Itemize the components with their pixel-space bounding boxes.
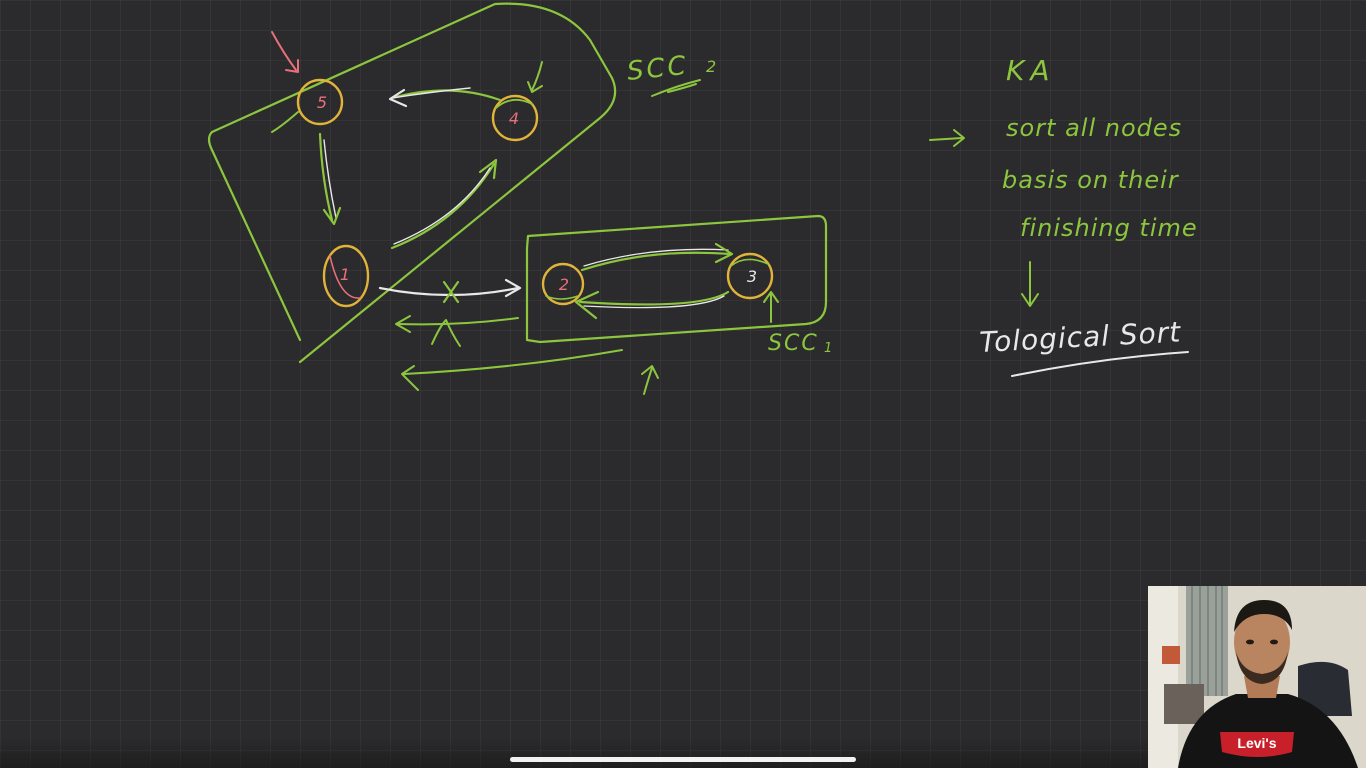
- edge-5-to-1: [318, 132, 342, 226]
- small-up-arrow: [641, 365, 659, 395]
- webcam-scene: Levi's: [1148, 586, 1366, 768]
- node-1-label: 1: [340, 265, 350, 284]
- edge-4-to-5: [388, 87, 502, 108]
- bottom-gradient: [0, 738, 1148, 768]
- bottom-long-arrow: [401, 349, 623, 391]
- node-5-label: 5: [317, 93, 327, 112]
- edge-2-to-3: [580, 242, 734, 272]
- notes-result: Tological Sort: [979, 315, 1182, 359]
- reverse-edge-crossed: [395, 315, 519, 347]
- scc2-underline: [651, 79, 701, 97]
- node-3-label: 3: [747, 267, 757, 286]
- edge-1-to-2: [378, 278, 522, 304]
- node-4: [491, 94, 539, 142]
- node-4-label: 4: [509, 109, 519, 128]
- edge-1-to-4: [390, 158, 498, 250]
- notes-line-1: sort all nodes: [1006, 114, 1182, 142]
- scc2-subscript: 2: [706, 57, 716, 76]
- notes-title: KA: [1006, 54, 1056, 87]
- result-underline: [1011, 351, 1189, 377]
- notes-line-3: finishing time: [1020, 214, 1198, 242]
- scc1-boundary: [525, 214, 828, 344]
- edge-3-to-2: [574, 290, 730, 320]
- notes-down-arrow: [1021, 261, 1039, 307]
- scc2-label: SCC: [626, 51, 691, 87]
- notes-line-2: basis on their: [1002, 166, 1180, 194]
- node-1: [322, 244, 370, 308]
- start-arrow: [271, 31, 299, 73]
- arrow-into-3: [763, 291, 779, 323]
- home-indicator[interactable]: [510, 757, 856, 762]
- node-2: [541, 262, 585, 306]
- scc2-boundary: [207, 2, 617, 364]
- levis-logo: [1220, 732, 1294, 757]
- node-2-label: 2: [559, 275, 569, 294]
- arrow-into-4: [527, 61, 543, 93]
- presenter-webcam: Levi's: [1148, 586, 1366, 768]
- scc1-label: SCC: [768, 331, 819, 356]
- scc1-subscript: 1: [824, 341, 832, 356]
- node-3: [726, 252, 774, 300]
- shirt-logo-text: Levi's: [1237, 735, 1276, 751]
- notes-arrow: [929, 129, 965, 147]
- node-5: [271, 78, 344, 133]
